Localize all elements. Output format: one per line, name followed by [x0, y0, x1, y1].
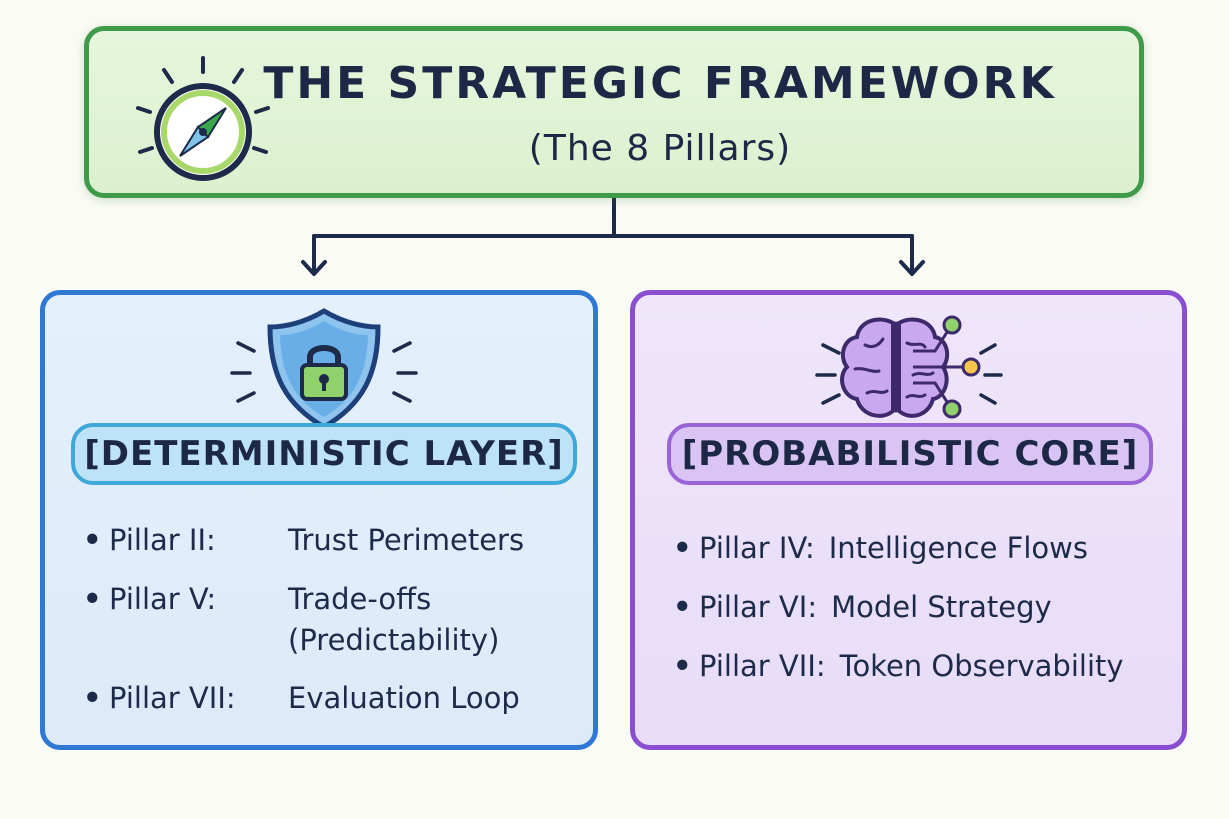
- list-item: • Pillar VII: Evaluation Loop: [83, 677, 583, 719]
- shield-lock-icon: [230, 308, 418, 430]
- probabilistic-core-panel: [PROBABILISTIC CORE] • Pillar IV: Intell…: [630, 290, 1187, 750]
- arrowhead-left: [301, 260, 327, 276]
- bullet: •: [83, 523, 102, 557]
- bullet: •: [673, 590, 692, 624]
- pillar-name: Pillar VII:: [699, 649, 826, 683]
- deterministic-layer-label: [DETERMINISTIC LAYER]: [71, 423, 577, 485]
- list-item: • Pillar II: Trust Perimeters: [83, 519, 583, 561]
- probabilistic-core-label: [PROBABILISTIC CORE]: [667, 423, 1153, 485]
- bullet: •: [83, 582, 102, 616]
- probabilistic-pillar-list: • Pillar IV: Intelligence Flows • Pillar…: [673, 527, 1173, 704]
- list-item: • Pillar VII: Token Observability: [673, 645, 1173, 687]
- bullet: •: [83, 681, 102, 715]
- pillar-name: Pillar VII:: [109, 681, 236, 715]
- pillar-text: Model Strategy: [831, 590, 1052, 624]
- framework-title: THE STRATEGIC FRAMEWORK: [263, 58, 1057, 109]
- pillar-text: Trust Perimeters: [288, 523, 525, 557]
- brain-network-icon: [815, 315, 1003, 419]
- list-item: • Pillar VI: Model Strategy: [673, 586, 1173, 628]
- list-item: • Pillar V: Trade-offs (Predictability): [83, 578, 583, 660]
- pillar-name: Pillar IV:: [699, 531, 815, 565]
- pillar-name: Pillar VI:: [699, 590, 818, 624]
- compass-icon: [136, 56, 270, 181]
- pillar-text-detail: (Predictability): [288, 623, 500, 657]
- bullet: •: [673, 531, 692, 565]
- pillar-text: Token Observability: [839, 649, 1124, 683]
- pillar-text-group: Trade-offs (Predictability): [288, 578, 499, 660]
- pillar-text: Trade-offs: [288, 582, 432, 616]
- pillar-text: Intelligence Flows: [828, 531, 1088, 565]
- deterministic-layer-panel: [DETERMINISTIC LAYER] • Pillar II: Trust…: [40, 290, 598, 750]
- arrowhead-right: [899, 260, 925, 276]
- pillar-text: Evaluation Loop: [288, 681, 520, 715]
- list-item: • Pillar IV: Intelligence Flows: [673, 527, 1173, 569]
- pillar-name: Pillar V:: [109, 582, 217, 616]
- deterministic-pillar-list: • Pillar II: Trust Perimeters • Pillar V…: [83, 519, 583, 736]
- pillar-name: Pillar II:: [109, 523, 216, 557]
- bullet: •: [673, 649, 692, 683]
- framework-subtitle: (The 8 Pillars): [528, 128, 792, 169]
